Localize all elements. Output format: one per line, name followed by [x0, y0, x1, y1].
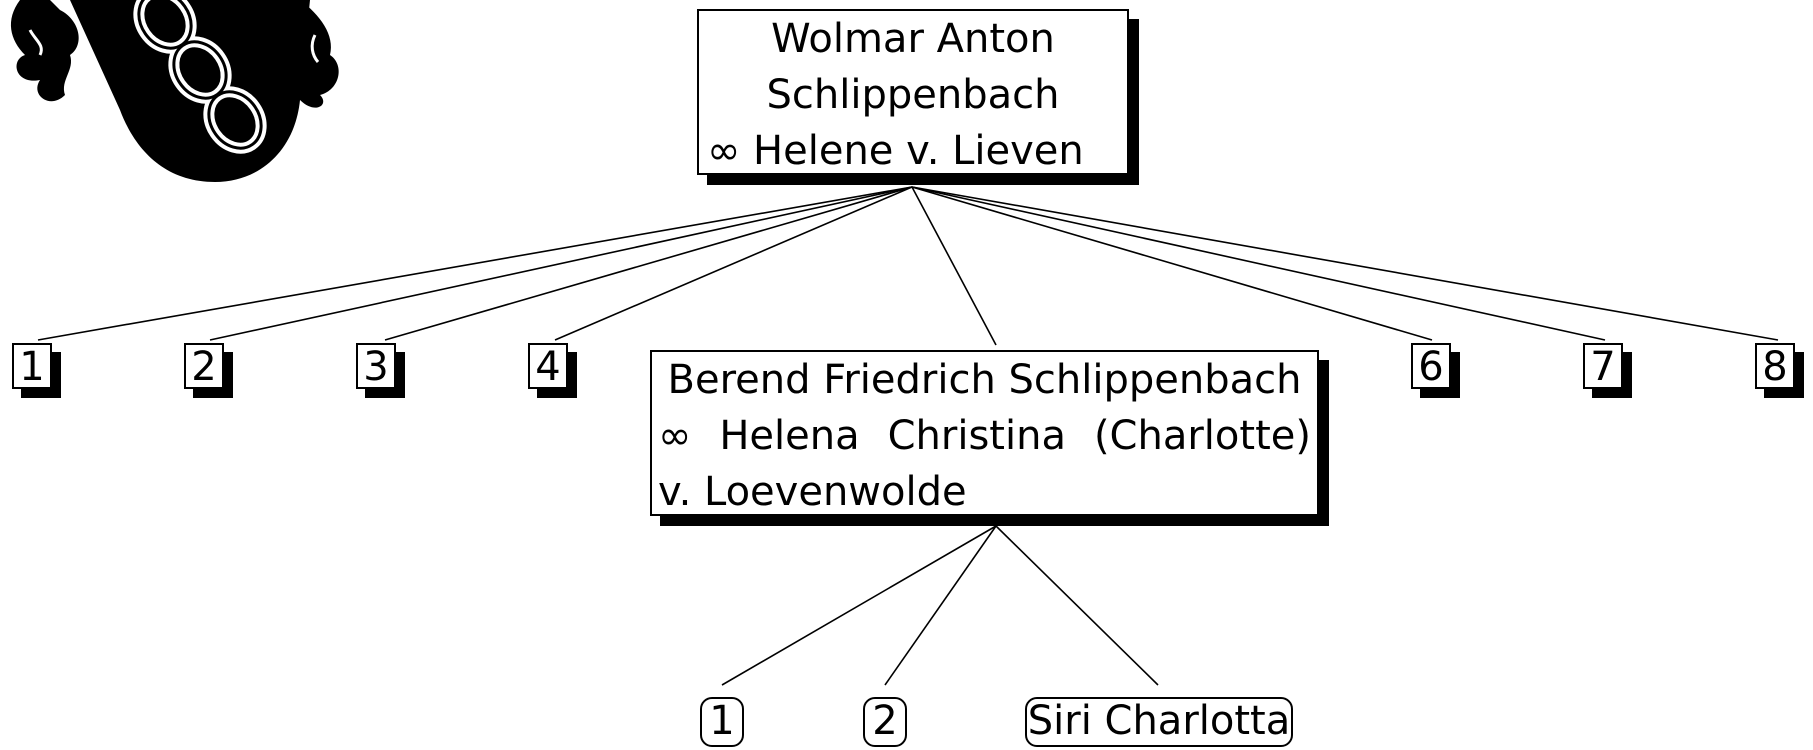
root-spouse: Helene v. Lieven [753, 128, 1084, 174]
edge-root-child-1 [37, 186, 913, 341]
featured-child-name: Berend Friedrich Schlippenbach [667, 357, 1302, 403]
root-person-box: Wolmar Anton Schlippenbach ∞ Helene v. L… [697, 9, 1129, 175]
root-marriage-line: ∞ Helene v. Lieven [699, 123, 1127, 179]
root-name-line1: Wolmar Anton [771, 16, 1055, 62]
child-box-7: 7 [1583, 343, 1623, 389]
child-box-4: 4 [528, 343, 568, 389]
edge-featured-grandchild-2 [884, 525, 997, 686]
marriage-symbol: ∞ [707, 128, 741, 174]
marriage-symbol: ∞ [658, 413, 692, 459]
edge-root-child-2 [209, 186, 913, 341]
edge-featured-grandchild-1 [721, 525, 997, 686]
edge-featured-grandchild-3 [995, 525, 1159, 686]
featured-child-box: Berend Friedrich Schlippenbach ∞ Helena … [650, 350, 1319, 516]
edge-root-child-6 [911, 186, 1433, 341]
spouse-word-2: Christina [887, 413, 1066, 459]
grandchild-box-1: 1 [700, 697, 744, 747]
edge-root-child-4 [554, 186, 913, 341]
child-box-8: 8 [1755, 343, 1795, 389]
child-box-3: 3 [356, 343, 396, 389]
grandchild-box-siri-charlotta: Siri Charlotta [1025, 697, 1293, 747]
edge-root-child-8 [911, 186, 1779, 341]
spouse-word-1: Helena [719, 413, 860, 459]
edge-root-child-3 [384, 186, 913, 341]
edge-root-child-7 [911, 186, 1606, 341]
featured-child-marriage-line: ∞ Helena Christina (Charlotte) [652, 408, 1317, 464]
child-box-1: 1 [12, 343, 52, 389]
child-box-2: 2 [184, 343, 224, 389]
spouse-word-3: (Charlotte) [1093, 413, 1311, 459]
edge-root-featured-child [911, 186, 997, 346]
child-box-6: 6 [1411, 343, 1451, 389]
featured-child-spouse-line2: v. Loevenwolde [658, 469, 967, 515]
coat-of-arms-icon [10, 0, 339, 182]
grandchild-box-2: 2 [863, 697, 907, 747]
root-name-line2: Schlippenbach [766, 72, 1060, 118]
